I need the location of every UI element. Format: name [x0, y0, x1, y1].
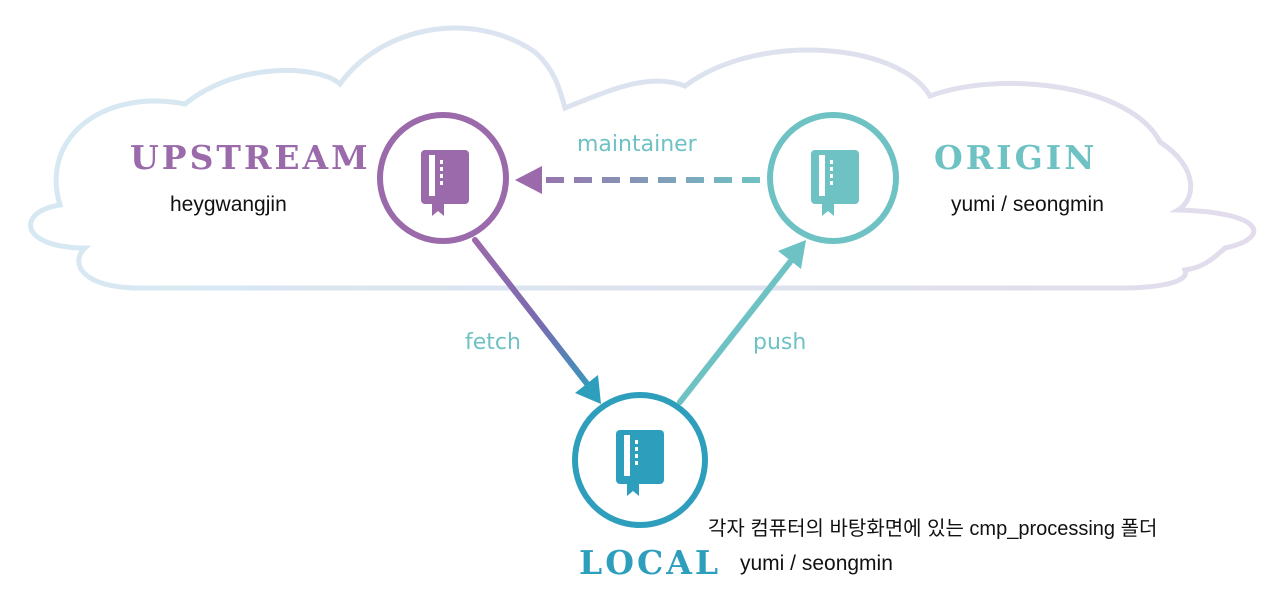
repo-book-icon: [421, 150, 469, 216]
upstream-subtitle: heygwangjin: [170, 193, 287, 216]
repo-book-icon: [616, 430, 664, 496]
local-node: [572, 392, 708, 528]
origin-subtitle: yumi / seongmin: [951, 193, 1104, 216]
push-arrowhead: [778, 240, 806, 269]
local-title: LOCAL: [579, 543, 722, 582]
origin-title: ORIGIN: [934, 138, 1098, 177]
maintainer-arrowhead: [515, 166, 542, 194]
maintainer-label: maintainer: [577, 132, 697, 157]
push-arrow-line: [677, 259, 793, 405]
fetch-arrow-line: [472, 237, 591, 388]
fetch-label: fetch: [465, 330, 521, 355]
push-label: push: [753, 330, 807, 355]
upstream-title: UPSTREAM: [130, 138, 371, 177]
fetch-arrowhead: [575, 375, 601, 404]
local-subtitle: yumi / seongmin: [740, 552, 893, 575]
upstream-node: [377, 112, 509, 244]
cloud-shape: [28, 25, 1257, 291]
local-note: 각자 컴퓨터의 바탕화면에 있는 cmp_processing 폴더: [708, 518, 1158, 540]
origin-node: [767, 112, 899, 244]
repo-book-icon: [811, 150, 859, 216]
